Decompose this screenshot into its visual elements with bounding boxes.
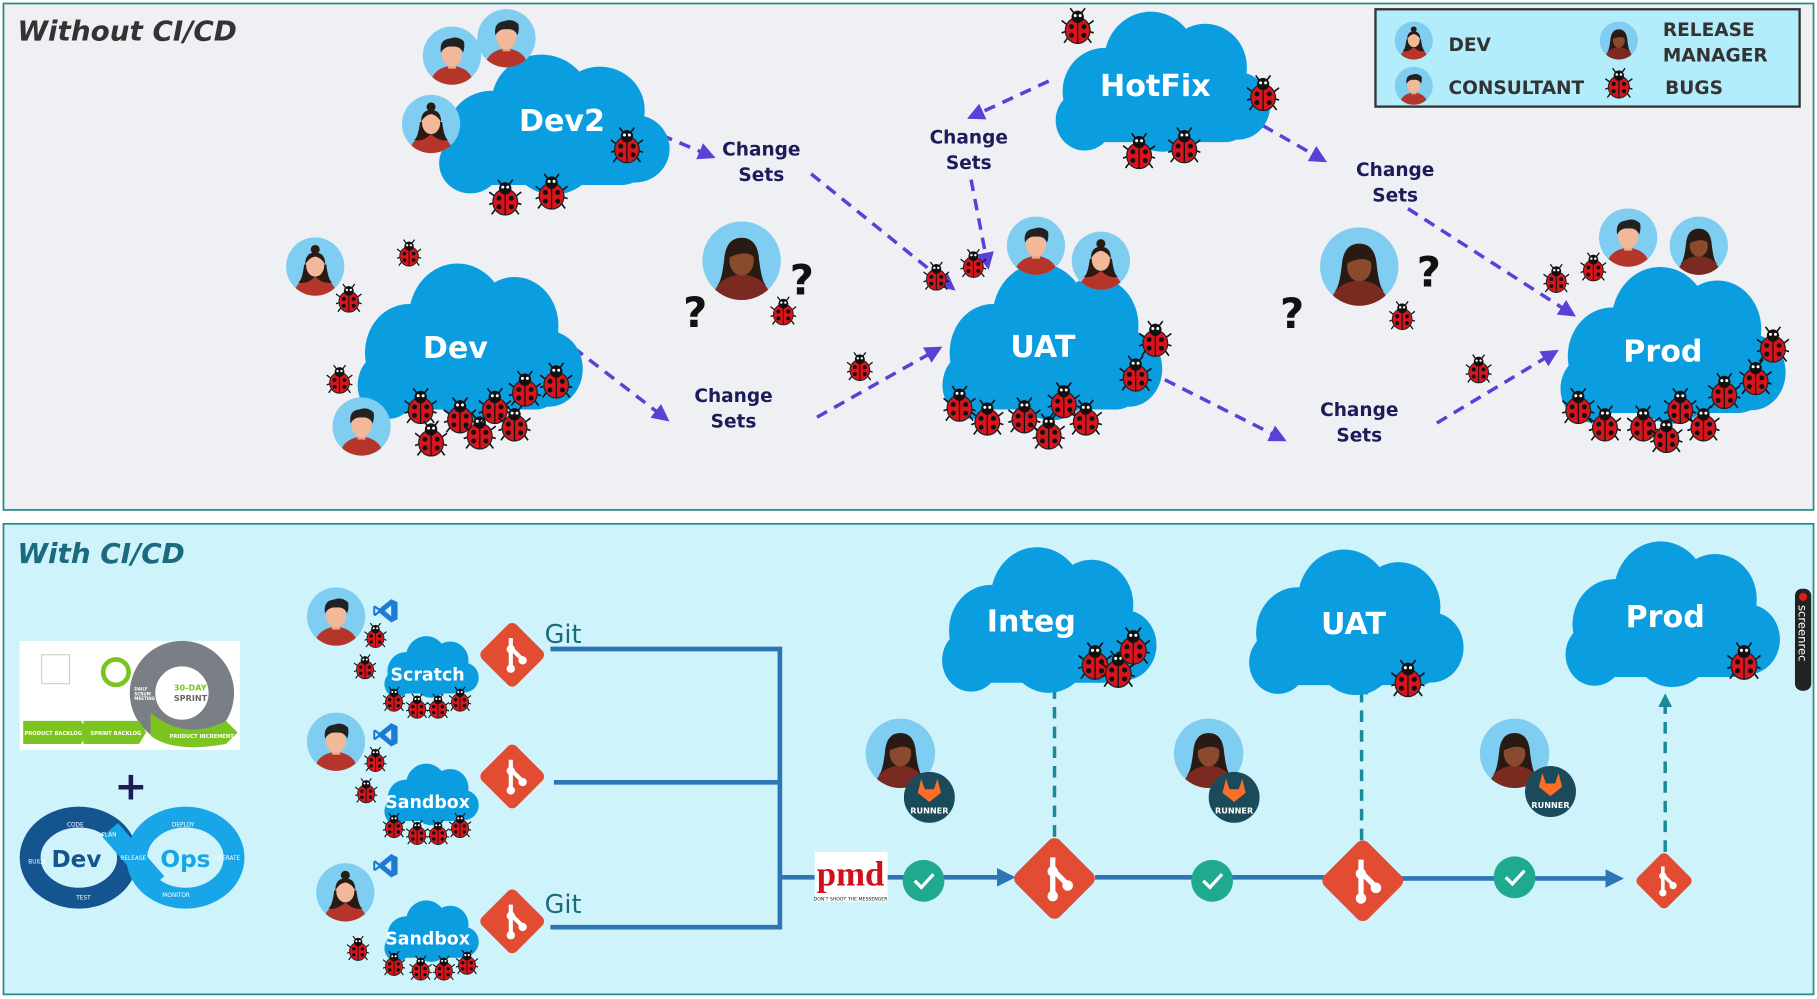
- check-icon: [1492, 855, 1537, 900]
- runner-label: RUNNER: [910, 806, 949, 816]
- pmd-logo-text: pmd: [817, 854, 885, 893]
- screenrec-text: screenrec: [1795, 605, 1809, 661]
- dashed-arrow: [969, 179, 994, 270]
- prod-cloud-label: Prod: [1623, 335, 1702, 370]
- integ-cloud-label: Integ: [987, 605, 1076, 640]
- scrum-text-3: MEETING: [134, 696, 155, 701]
- svg-text:TEST: TEST: [75, 895, 91, 901]
- question-mark-icon: ?: [1417, 247, 1441, 296]
- uat-cloud-label: UAT: [1321, 607, 1387, 642]
- dev-cloud-label: Dev: [423, 331, 488, 366]
- dev2-cloud-label: Dev2: [519, 104, 605, 139]
- svg-text:Change: Change: [930, 128, 1008, 149]
- dashed-arrow: [967, 79, 1050, 120]
- svg-text:Dev: Dev: [51, 846, 101, 873]
- svg-text:Ops: Ops: [160, 846, 210, 873]
- legend: DEV CONSULTANT RELEASE MANAGER BUGS: [1374, 8, 1801, 108]
- check-icon: [1190, 858, 1235, 903]
- devops-infinity-logo: Dev Ops CODE PLAN BUILD TEST RELEASE DEP…: [19, 806, 245, 909]
- sandbox-label: Sandbox: [385, 930, 470, 950]
- dashed-arrow: [1436, 349, 1559, 425]
- scrum-text-2: SCRUM: [134, 691, 150, 696]
- product-increment-text: PRODUCT INCREMENT: [169, 734, 234, 740]
- svg-text:CODE: CODE: [67, 822, 84, 828]
- screenrec-watermark: screenrec: [1794, 588, 1812, 691]
- product-backlog-text: PRODUCT BACKLOG: [24, 731, 82, 737]
- svg-text:MONITOR: MONITOR: [162, 893, 190, 899]
- without-cicd-title: Without CI/CD: [17, 15, 236, 48]
- svg-text:Sets: Sets: [1336, 426, 1382, 447]
- svg-text:Change: Change: [694, 386, 772, 407]
- change-flow-arrows: [572, 79, 1577, 442]
- scratch-org-label: Scratch: [391, 665, 465, 685]
- gitlab-runner-badge: RUNNER: [903, 771, 955, 823]
- pmd-logo: pmd DON'T SHOOT THE MESSENGER: [814, 851, 889, 902]
- svg-text:OPERATE: OPERATE: [214, 856, 241, 862]
- dashed-arrow: [642, 125, 716, 160]
- svg-text:PLAN: PLAN: [101, 833, 116, 839]
- hotfix-cloud-label: HotFix: [1100, 69, 1211, 104]
- svg-text:BUILD: BUILD: [28, 859, 46, 865]
- uat-cloud-label: UAT: [1010, 330, 1076, 365]
- dashed-arrow: [810, 172, 956, 291]
- svg-text:Sets: Sets: [1372, 186, 1418, 207]
- question-mark-icon: ?: [790, 255, 814, 304]
- gitlab-runner-badge: RUNNER: [1208, 771, 1260, 823]
- svg-text:Sets: Sets: [711, 412, 757, 433]
- plus-sign: +: [114, 764, 147, 810]
- svg-text:Change: Change: [1356, 160, 1434, 181]
- legend-dev: DEV: [1449, 35, 1492, 56]
- legend-release-manager-1: RELEASE: [1663, 20, 1755, 41]
- question-mark-icon: ?: [1280, 289, 1304, 338]
- with-cicd-title: With CI/CD: [17, 537, 184, 570]
- runner-label: RUNNER: [1215, 806, 1254, 816]
- check-icon: [901, 858, 946, 903]
- pmd-tagline: DON'T SHOOT THE MESSENGER: [814, 896, 889, 902]
- prod-cloud-label: Prod: [1626, 600, 1705, 635]
- svg-text:RELEASE: RELEASE: [120, 856, 146, 862]
- sandbox-label: Sandbox: [385, 793, 470, 813]
- legend-consultant: CONSULTANT: [1449, 78, 1585, 99]
- sprint-backlog-text: SPRINT BACKLOG: [90, 731, 141, 737]
- dashed-arrow: [1407, 207, 1577, 317]
- dashed-arrow: [1244, 114, 1328, 163]
- sprint-text-2: SPRINT: [174, 693, 208, 703]
- legend-release-manager-2: MANAGER: [1663, 45, 1768, 66]
- deploy-arrows: [1047, 672, 1673, 852]
- runner-label: RUNNER: [1531, 800, 1570, 810]
- scrum-sprint-image: PRODUCT BACKLOG SPRINT BACKLOG PRODUCT I…: [19, 640, 240, 750]
- dashed-arrow: [816, 346, 943, 419]
- git-label: Git: [545, 890, 582, 920]
- svg-text:Sets: Sets: [946, 153, 992, 174]
- git-label: Git: [545, 620, 582, 650]
- question-mark-icon: ?: [683, 288, 707, 337]
- sprint-text-1: 30-DAY: [174, 683, 207, 693]
- svg-text:DEPLOY: DEPLOY: [172, 822, 195, 828]
- gitlab-runner-badge: RUNNER: [1524, 766, 1576, 818]
- scrum-text-1: DAILY: [134, 687, 147, 692]
- svg-text:Change: Change: [1320, 400, 1398, 421]
- legend-bugs: BUGS: [1665, 78, 1723, 99]
- dashed-arrow: [1146, 369, 1287, 442]
- svg-text:Sets: Sets: [738, 165, 784, 186]
- svg-text:Change: Change: [722, 139, 800, 160]
